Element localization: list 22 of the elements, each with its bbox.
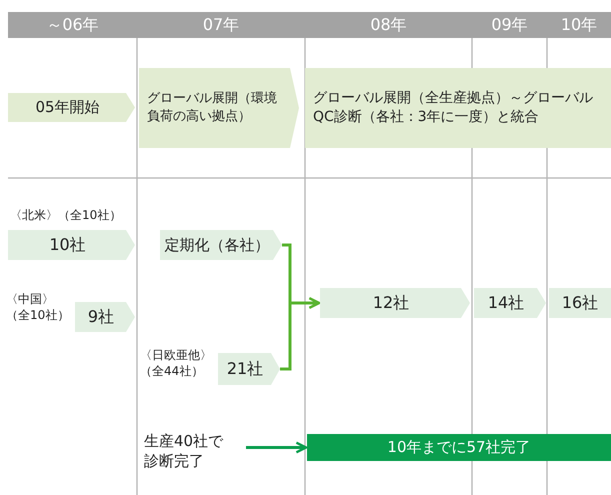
region-label: 〈北米〉（全10社） [10,208,122,224]
count-box: 定期化（各社） [160,230,282,260]
count-box: 21社 [218,353,280,385]
phase-bar: 16社 [549,288,611,318]
connector-arrow [280,297,320,370]
phase-bar: グローバル展開（全生産拠点）～グローバルQC診断（各社：3年に一度）と統合 [305,68,611,148]
year-header: 10年 [547,12,611,38]
region-label: 〈中国〉（全10社） [6,292,70,324]
connector-arrow [246,442,308,454]
count-box: 14社 [474,288,546,318]
year-header: 07年 [137,12,305,38]
count-box: 10社 [8,230,135,260]
phase-box: グローバル展開（環境負荷の高い拠点） [139,68,299,148]
phase-box: 05年開始 [8,93,135,122]
year-header: ～06年 [8,12,137,38]
count-box: 12社 [320,288,470,318]
year-header: 09年 [472,12,547,38]
year-header: 08年 [305,12,472,38]
result-bar: 10年までに57社完了 [307,434,611,461]
region-label: 〈日欧亜他〉（全44社） [140,348,213,380]
note-text: 生産40社で診断完了 [140,428,240,474]
count-box: 9社 [75,302,135,332]
